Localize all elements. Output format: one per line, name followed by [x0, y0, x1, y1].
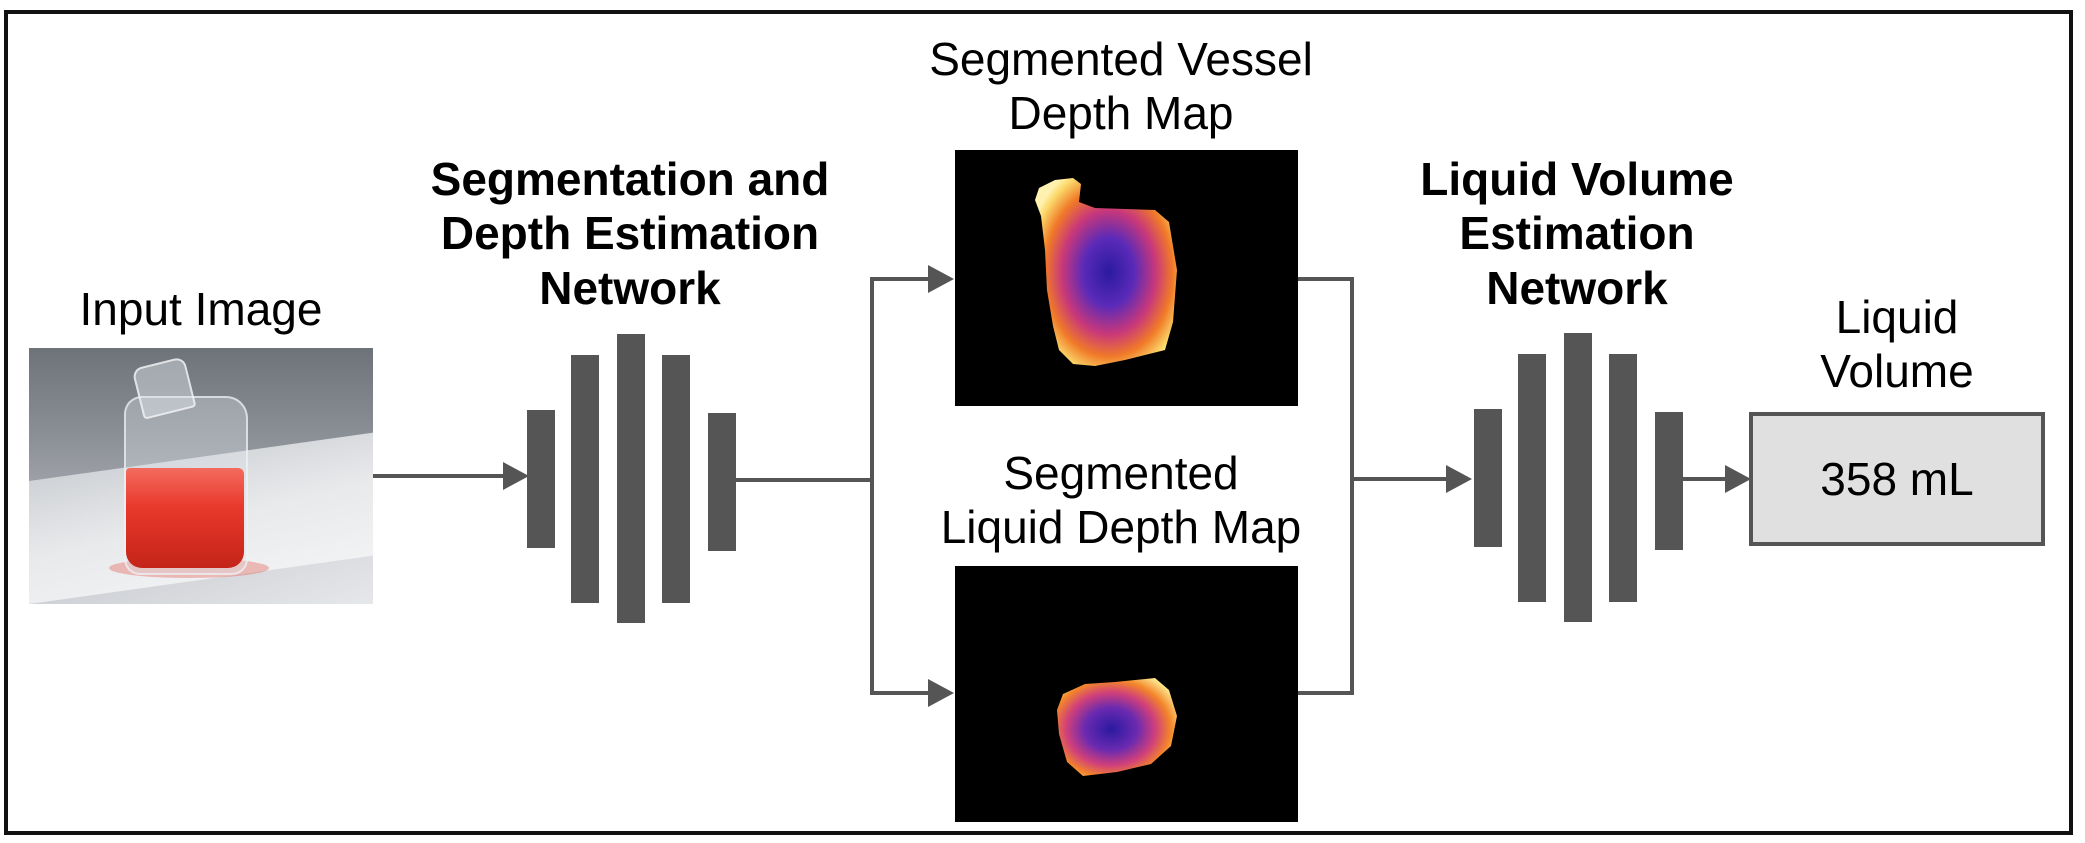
input-image — [29, 348, 373, 604]
connector — [870, 277, 930, 281]
vessel-depth-map — [955, 150, 1298, 406]
network-layer — [1655, 412, 1683, 550]
network-layer — [1609, 354, 1637, 602]
connector — [1298, 691, 1354, 695]
input-image-label: Input Image — [79, 283, 323, 335]
connector — [870, 691, 930, 695]
network-layer — [1564, 333, 1592, 622]
arrow-input-to-network — [373, 474, 511, 478]
arrowhead — [928, 265, 954, 293]
network1-label: Segmentation and Depth Estimation Networ… — [430, 153, 830, 314]
liquid-depth-map — [955, 566, 1298, 822]
network-layer — [527, 410, 555, 548]
network-layer — [662, 355, 690, 603]
network-layer — [708, 413, 736, 551]
arrow-network-to-output — [1683, 477, 1729, 481]
network-layer — [617, 334, 645, 623]
volume-output-box: 358 mL — [1749, 412, 2045, 546]
arrowhead — [1725, 465, 1751, 493]
network2-label: Liquid Volume Estimation Network — [1420, 153, 1734, 314]
volume-value: 358 mL — [1820, 453, 1974, 505]
network-layer — [1518, 354, 1546, 602]
connector — [1350, 477, 1448, 481]
arrowhead — [503, 462, 529, 490]
output-label: Liquid Volume — [1820, 291, 1974, 398]
arrowhead — [928, 679, 954, 707]
network-layer — [1474, 409, 1502, 547]
connector — [736, 478, 872, 482]
arrowhead — [1446, 465, 1472, 493]
vessel-depth-map-label: Segmented Vessel Depth Map — [929, 33, 1313, 140]
connector — [1350, 277, 1354, 695]
connector — [1298, 277, 1354, 281]
liquid-depth-map-label: Segmented Liquid Depth Map — [940, 447, 1302, 554]
network-layer — [571, 355, 599, 603]
connector — [870, 277, 874, 695]
